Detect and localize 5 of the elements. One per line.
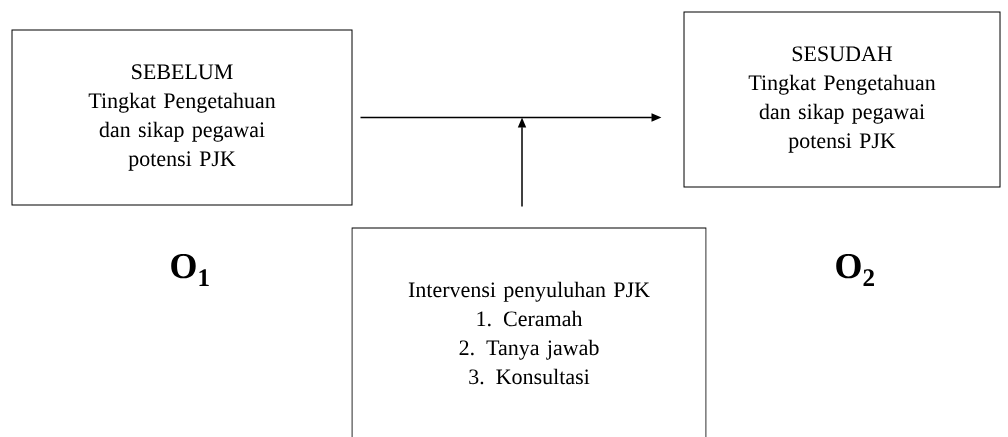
text-box: SESUDAH Tingkat Pengetahuan dan sikap pegawai potensi PJK — [683, 11, 1001, 188]
text-box: SEBELUM Tingkat Pengetahuan dan sikap pegawai potensi PJK — [11, 29, 353, 206]
observation-label: O$_{1}$ — [171, 254, 209, 286]
text-box: Intervensi penyuluhan PJK 1. Ceramah 2. Tanya jawab 3. Konsultasi — [351, 227, 707, 437]
observation-label: O$_{2}$ — [836, 254, 874, 286]
